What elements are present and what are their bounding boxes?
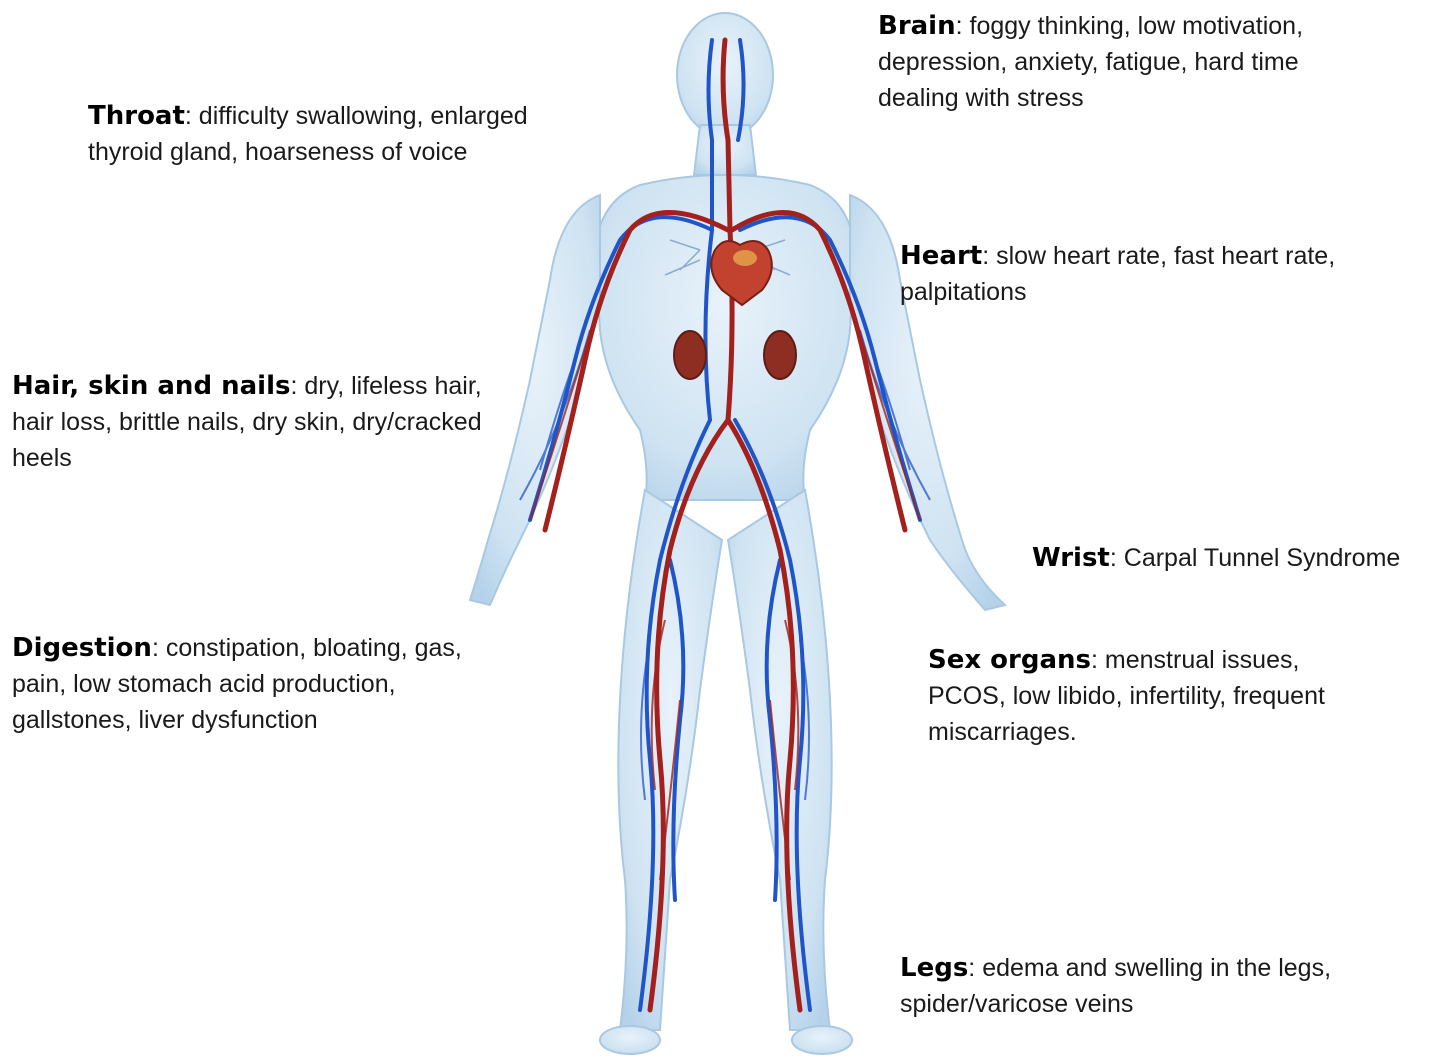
kidney-right bbox=[764, 331, 796, 379]
brain-sep: : bbox=[956, 12, 963, 40]
hair-term: Hair, skin and nails bbox=[12, 371, 290, 401]
hair-skin-nails-label: Hair, skin and nails: dry, lifeless hair… bbox=[12, 368, 522, 476]
throat-term: Throat bbox=[88, 101, 185, 131]
heart-term: Heart bbox=[900, 241, 982, 271]
sex-organs-label: Sex organs: menstrual issues, PCOS, low … bbox=[928, 642, 1328, 750]
heart-label: Heart: slow heart rate, fast heart rate,… bbox=[900, 238, 1390, 310]
digestion-label: Digestion: constipation, bloating, gas, … bbox=[12, 630, 492, 738]
legs-label: Legs: edema and swelling in the legs, sp… bbox=[900, 950, 1380, 1022]
kidney-left bbox=[674, 331, 706, 379]
legs-term: Legs bbox=[900, 953, 968, 983]
digestion-term: Digestion bbox=[12, 633, 152, 663]
throat-label: Throat: difficulty swallowing, enlarged … bbox=[88, 98, 568, 170]
brain-label: Brain: foggy thinking, low motivation, d… bbox=[878, 8, 1348, 116]
wrist-text: Carpal Tunnel Syndrome bbox=[1117, 544, 1400, 572]
brain-term: Brain bbox=[878, 11, 956, 41]
throat-sep: : bbox=[185, 102, 192, 130]
sex-sep: : bbox=[1091, 646, 1098, 674]
sex-term: Sex organs bbox=[928, 645, 1091, 675]
wrist-term: Wrist bbox=[1032, 543, 1110, 573]
wrist-label: Wrist: Carpal Tunnel Syndrome bbox=[1032, 540, 1432, 576]
wrist-sep: : bbox=[1110, 544, 1117, 572]
digestion-sep: : bbox=[152, 634, 159, 662]
